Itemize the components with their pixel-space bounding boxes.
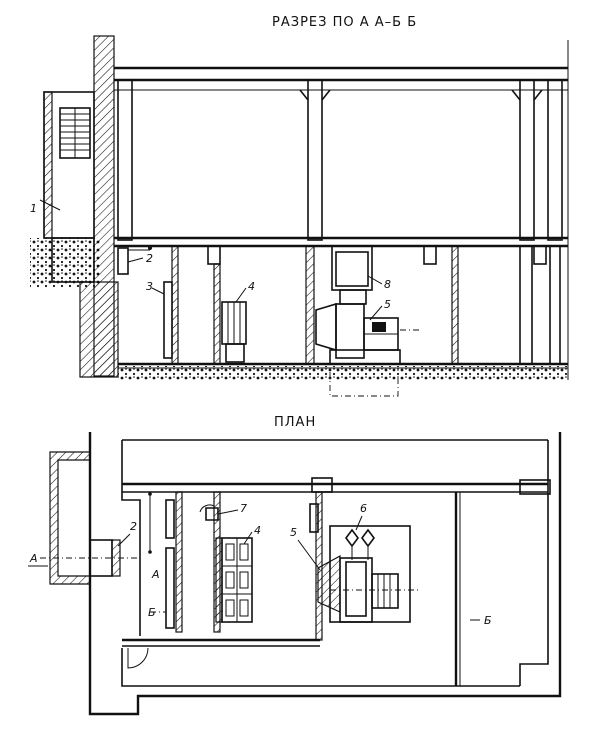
foundation-wall xyxy=(79,281,119,378)
partition-1 xyxy=(171,245,179,365)
plan-filter-panel xyxy=(165,547,175,629)
section-label-4: 4 xyxy=(248,280,255,293)
section-label-8: 8 xyxy=(384,278,391,291)
section-label-3: 3 xyxy=(146,280,153,293)
damper xyxy=(117,247,129,275)
plan-label-4: 4 xyxy=(254,524,261,537)
partition-2 xyxy=(213,263,221,365)
plan-intake-chamber xyxy=(49,451,91,585)
columns xyxy=(117,79,563,241)
filter-panel xyxy=(163,281,173,359)
air-intake-chamber xyxy=(39,91,95,283)
section-label-1: 1 xyxy=(30,202,37,215)
plan-label-B-inner: Б xyxy=(148,606,156,619)
plan-label-B-right: Б xyxy=(484,614,492,627)
soil-bottom xyxy=(118,366,568,380)
plan-label-A-left: А xyxy=(29,552,38,565)
plan-partition-1 xyxy=(175,491,183,633)
section-title: РАЗРЕЗ ПО А А–Б Б xyxy=(272,15,417,30)
plan-air-heater xyxy=(215,537,253,623)
partition-3 xyxy=(305,245,315,365)
partition-4 xyxy=(451,245,459,365)
plan-title: ПЛАН xyxy=(274,415,316,430)
plan-label-6: 6 xyxy=(360,502,367,515)
air-heater xyxy=(221,301,247,363)
plan-valve xyxy=(205,507,219,521)
section-label-5: 5 xyxy=(384,298,391,311)
fan-unit xyxy=(315,245,420,397)
soil-left xyxy=(30,238,100,288)
plan-view: ПЛАН xyxy=(28,415,562,716)
plan-label-5: 5 xyxy=(290,526,297,539)
plan-label-2: 2 xyxy=(130,520,137,533)
plan-label-7: 7 xyxy=(240,502,247,515)
plan-label-A-inner: А xyxy=(151,568,160,581)
section-view: РАЗРЕЗ ПО А А–Б Б xyxy=(30,15,569,397)
plan-fan-unit xyxy=(317,525,420,623)
section-label-2: 2 xyxy=(146,252,153,265)
